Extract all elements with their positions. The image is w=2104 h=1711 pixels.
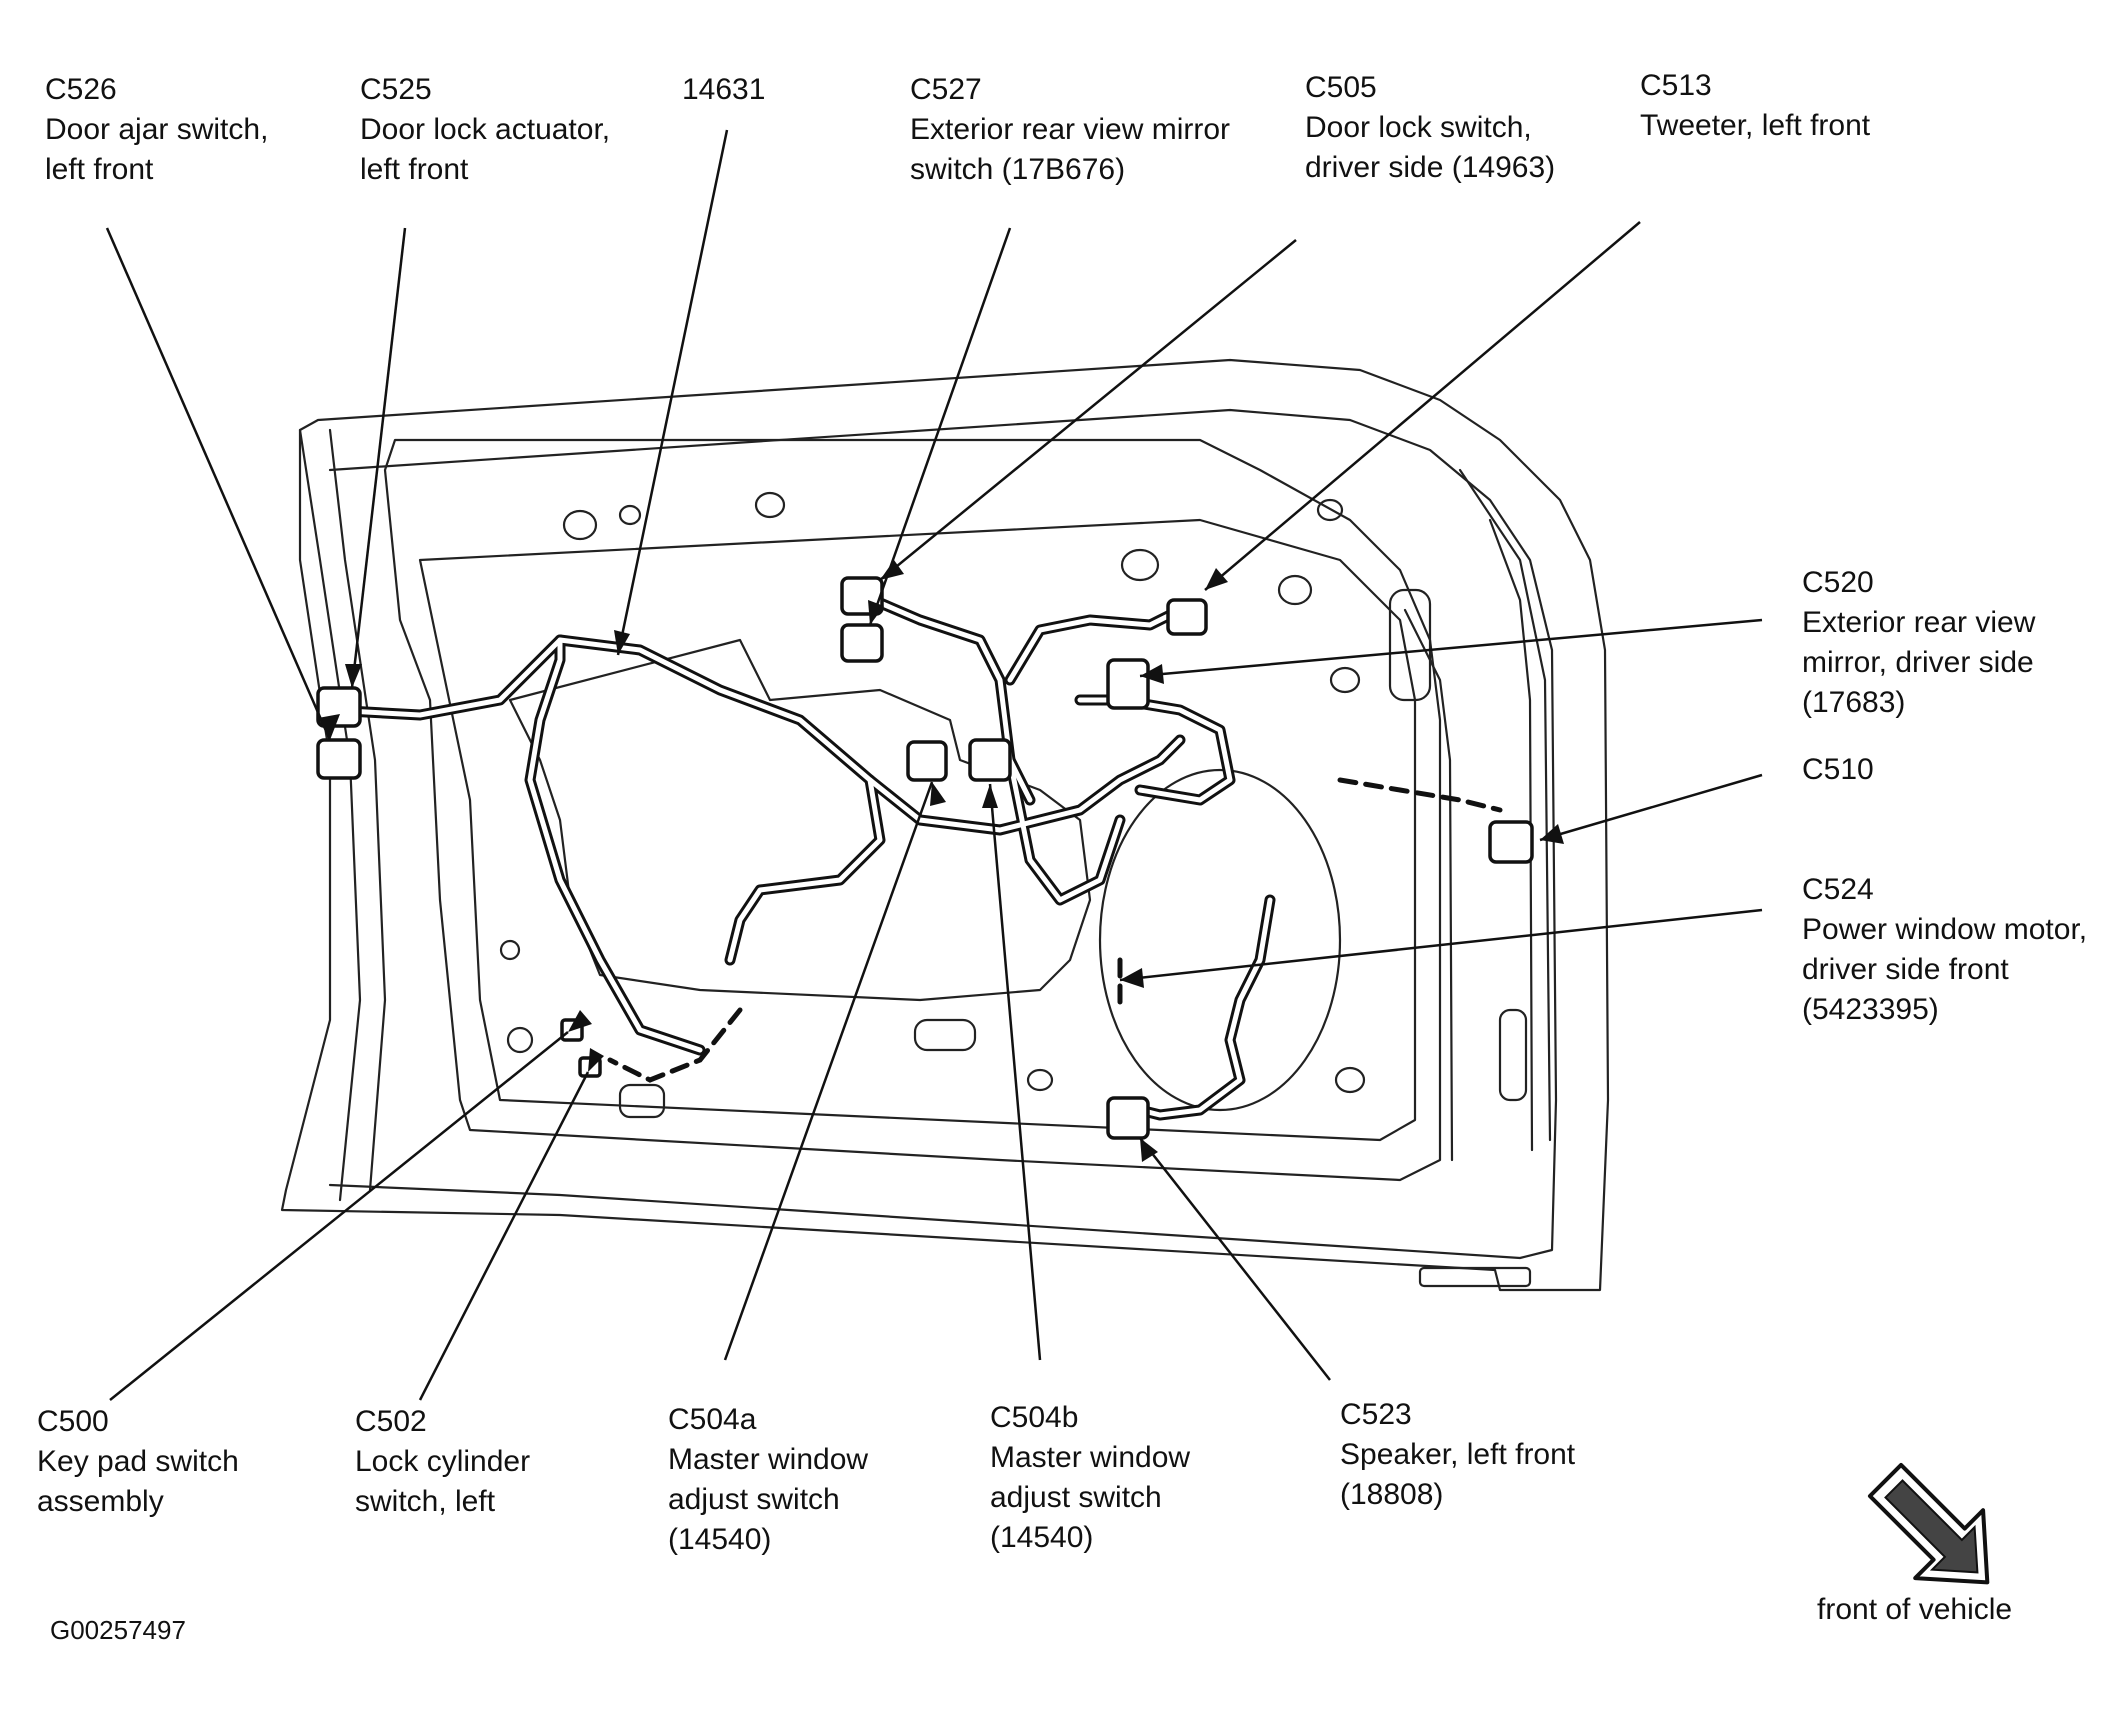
callout-c523: C523 Speaker, left front (18808) bbox=[1340, 1395, 1575, 1515]
leader-c505 bbox=[879, 239, 1297, 581]
callout-desc-line: left front bbox=[360, 153, 469, 186]
leader-c520 bbox=[1139, 618, 1763, 678]
connector-c513 bbox=[1166, 598, 1208, 636]
callout-desc-line: Exterior rear view mirror bbox=[910, 113, 1231, 146]
leader-c500 bbox=[109, 1031, 569, 1401]
callout-code: C523 bbox=[1340, 1398, 1412, 1431]
callout-desc-line: (17683) bbox=[1802, 686, 1906, 719]
callout-desc-line: Master window bbox=[668, 1443, 869, 1476]
callout-c504b: C504b Master window adjust switch (14540) bbox=[990, 1398, 1190, 1558]
leader-c526 bbox=[105, 227, 332, 741]
leader-c513 bbox=[1204, 221, 1641, 591]
callout-code: C513 bbox=[1640, 69, 1712, 102]
callout-code: C524 bbox=[1802, 873, 1874, 906]
callout-code: C504b bbox=[990, 1401, 1079, 1434]
callout-desc-line: Power window motor, bbox=[1802, 913, 2088, 946]
callout-desc-line: Door lock actuator, bbox=[360, 113, 611, 146]
leader-c504a bbox=[723, 781, 934, 1361]
callout-code: C504a bbox=[668, 1403, 757, 1436]
callout-desc-line: Master window bbox=[990, 1441, 1191, 1474]
callout-code: C500 bbox=[37, 1405, 109, 1438]
connector-c523 bbox=[1106, 1096, 1150, 1140]
callout-code: C510 bbox=[1802, 753, 1874, 786]
callout-desc-line: (5423395) bbox=[1802, 993, 1939, 1026]
speaker-opening bbox=[1098, 768, 1342, 1112]
leader-c504b bbox=[988, 783, 1042, 1361]
callout-code: C527 bbox=[910, 73, 982, 106]
callout-code: C526 bbox=[45, 73, 117, 106]
callout-c505: C505 Door lock switch, driver side (14963… bbox=[1305, 68, 1555, 188]
leader-c523 bbox=[1139, 1137, 1331, 1381]
callout-desc-line: assembly bbox=[37, 1485, 164, 1518]
leader-c502 bbox=[418, 1071, 590, 1401]
callout-desc-line: switch, left bbox=[355, 1485, 496, 1518]
callout-code: 14631 bbox=[682, 73, 766, 106]
callout-desc-line: driver side (14963) bbox=[1305, 151, 1556, 184]
connector-c504b bbox=[968, 738, 1012, 782]
callout-p14631: 14631 bbox=[682, 70, 765, 110]
callout-code: C520 bbox=[1802, 566, 1874, 599]
leader-c510 bbox=[1539, 773, 1763, 842]
connector-c520 bbox=[1106, 658, 1150, 710]
leader-c524 bbox=[1119, 908, 1763, 982]
callout-code: C502 bbox=[355, 1405, 427, 1438]
callout-desc-line: adjust switch bbox=[990, 1481, 1162, 1514]
callout-c524: C524 Power window motor, driver side fron… bbox=[1802, 870, 2087, 1030]
leader-c525 bbox=[350, 227, 407, 689]
callout-c513: C513 Tweeter, left front bbox=[1640, 66, 1870, 146]
callout-desc-line: left front bbox=[45, 153, 154, 186]
figure-id: G00257497 bbox=[50, 1615, 186, 1645]
callout-c527: C527 Exterior rear view mirror switch (17… bbox=[910, 70, 1230, 190]
callout-desc-line: (18808) bbox=[1340, 1478, 1444, 1511]
callout-desc-line: (14540) bbox=[668, 1523, 772, 1556]
front-of-vehicle-label: front of vehicle bbox=[1817, 1593, 2013, 1626]
callout-code: C525 bbox=[360, 73, 432, 106]
callout-desc-line: driver side front bbox=[1802, 953, 2009, 986]
callout-desc-line: adjust switch bbox=[668, 1483, 840, 1516]
callout-desc-line: Key pad switch bbox=[37, 1445, 239, 1478]
door-inner-shell bbox=[328, 408, 1558, 1260]
callout-c504a: C504a Master window adjust switch (14540) bbox=[668, 1400, 868, 1560]
callout-c520: C520 Exterior rear view mirror, driver si… bbox=[1802, 563, 2035, 723]
callout-c500: C500 Key pad switch assembly bbox=[37, 1402, 239, 1522]
callout-desc-line: Speaker, left front bbox=[1340, 1438, 1576, 1471]
callout-c502: C502 Lock cylinder switch, left bbox=[355, 1402, 530, 1522]
callout-c510: C510 bbox=[1802, 750, 1874, 790]
callout-desc-line: mirror, driver side bbox=[1802, 646, 2034, 679]
callout-desc-line: Door lock switch, bbox=[1305, 111, 1532, 144]
connector-c504a bbox=[906, 740, 948, 782]
callout-c526: C526 Door ajar switch, left front bbox=[45, 70, 268, 190]
callout-desc-line: switch (17B676) bbox=[910, 153, 1126, 186]
connector-c505 bbox=[840, 623, 884, 663]
callout-c525: C525 Door lock actuator, left front bbox=[360, 70, 610, 190]
connector-c510 bbox=[1488, 820, 1534, 864]
front-direction-arrow-icon bbox=[1867, 1462, 1990, 1585]
leader-p14631 bbox=[616, 129, 729, 656]
callout-desc-line: Lock cylinder bbox=[355, 1445, 531, 1478]
callout-desc-line: Tweeter, left front bbox=[1640, 109, 1871, 142]
callout-desc-line: Door ajar switch, bbox=[45, 113, 269, 146]
callout-code: C505 bbox=[1305, 71, 1377, 104]
connector-c526 bbox=[316, 738, 362, 780]
callout-desc-line: Exterior rear view bbox=[1802, 606, 2036, 639]
leader-c527 bbox=[868, 227, 1012, 626]
callout-desc-line: (14540) bbox=[990, 1521, 1094, 1554]
door-outer-shell bbox=[280, 358, 1610, 1292]
inner-panel bbox=[383, 438, 1442, 1182]
